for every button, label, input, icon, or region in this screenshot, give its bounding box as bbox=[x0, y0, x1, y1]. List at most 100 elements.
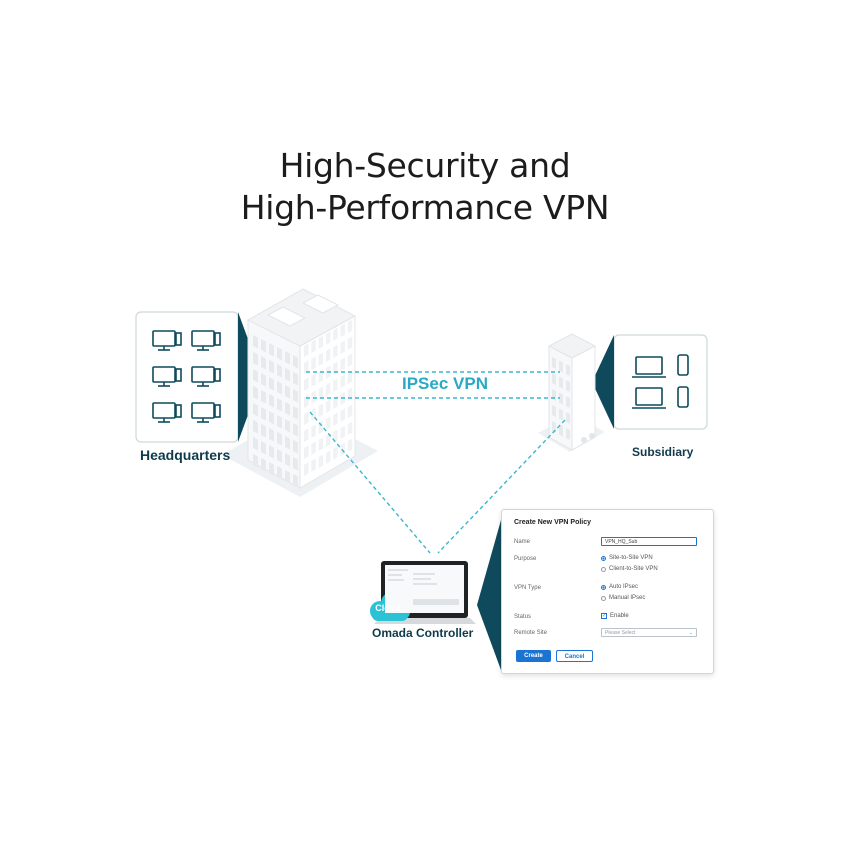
window bbox=[304, 462, 309, 476]
window bbox=[325, 433, 331, 447]
window bbox=[311, 339, 316, 353]
window bbox=[269, 445, 274, 459]
window bbox=[261, 373, 266, 387]
headquarters-label: Headquarters bbox=[140, 447, 231, 463]
subsidiary-to-controller-link bbox=[437, 419, 566, 554]
window bbox=[269, 343, 274, 357]
window bbox=[261, 356, 266, 370]
name-label: Name bbox=[514, 539, 531, 545]
screen-line bbox=[388, 579, 404, 581]
status-label: Status bbox=[514, 614, 532, 620]
radio-icon bbox=[601, 566, 606, 572]
window bbox=[566, 396, 570, 408]
title-line-2: High-Performance VPN bbox=[240, 188, 610, 227]
window bbox=[253, 420, 258, 434]
window bbox=[277, 398, 282, 412]
window bbox=[261, 339, 266, 353]
window bbox=[566, 412, 570, 424]
window bbox=[340, 408, 345, 422]
window bbox=[253, 386, 258, 400]
window bbox=[311, 390, 316, 404]
window bbox=[311, 441, 316, 455]
window bbox=[347, 404, 353, 418]
cancel-button[interactable]: Cancel bbox=[556, 650, 593, 662]
screen-line bbox=[413, 578, 431, 580]
screen-line bbox=[413, 583, 437, 585]
vpn-type-label: VPN Type bbox=[514, 585, 541, 591]
window bbox=[347, 370, 353, 384]
radio-selected-icon bbox=[601, 555, 606, 561]
title-line-1: High-Security and bbox=[279, 146, 571, 185]
window bbox=[318, 403, 324, 417]
window bbox=[325, 416, 331, 430]
remote-site-select[interactable]: Please Select ⌄ bbox=[601, 628, 697, 637]
window bbox=[304, 360, 309, 374]
window bbox=[261, 424, 266, 438]
purpose-option-site-to-site[interactable]: Site-to-Site VPN bbox=[601, 555, 653, 561]
screen-line bbox=[388, 574, 402, 576]
window bbox=[261, 458, 266, 472]
window bbox=[318, 369, 324, 383]
window bbox=[304, 343, 309, 357]
window bbox=[253, 454, 258, 468]
window bbox=[269, 428, 274, 442]
window bbox=[325, 348, 331, 362]
window bbox=[552, 389, 556, 401]
purpose-label: Purpose bbox=[514, 556, 537, 562]
screen-line bbox=[388, 569, 408, 571]
window bbox=[293, 440, 298, 454]
phone-icon bbox=[677, 386, 689, 408]
window bbox=[311, 373, 316, 387]
laptop-icon bbox=[632, 356, 666, 378]
desktop-icon bbox=[191, 330, 221, 351]
window bbox=[318, 386, 324, 400]
window bbox=[333, 446, 338, 460]
window bbox=[304, 428, 309, 442]
vpn-policy-panel: Create New VPN Policy Name VPN_HQ_Sub Pu… bbox=[501, 509, 714, 674]
vpn-type-option-auto[interactable]: Auto IPsec bbox=[601, 584, 638, 590]
vpn-tunnel bbox=[306, 371, 566, 554]
create-button[interactable]: Create bbox=[516, 650, 551, 662]
window bbox=[559, 392, 563, 405]
panel-pointer bbox=[477, 520, 501, 670]
status-enable-checkbox[interactable]: ✓ Enable bbox=[601, 613, 629, 619]
window bbox=[253, 437, 258, 451]
screen-block bbox=[413, 599, 459, 605]
purpose-option-client-to-site[interactable]: Client-to-Site VPN bbox=[601, 566, 658, 572]
window bbox=[277, 415, 282, 429]
subsidiary-devices-panel bbox=[592, 334, 708, 430]
window bbox=[552, 357, 556, 369]
window bbox=[269, 462, 274, 476]
window bbox=[293, 474, 298, 488]
window bbox=[293, 423, 298, 437]
remote-site-label: Remote Site bbox=[514, 630, 548, 636]
window bbox=[277, 381, 282, 395]
window bbox=[347, 319, 353, 333]
window bbox=[285, 419, 290, 433]
window bbox=[253, 352, 258, 366]
window bbox=[340, 323, 345, 337]
desktop-icon bbox=[152, 402, 182, 423]
window bbox=[253, 335, 258, 349]
window bbox=[325, 382, 331, 396]
window bbox=[559, 424, 563, 437]
window bbox=[285, 402, 290, 416]
ipsec-vpn-label: IPSec VPN bbox=[402, 374, 488, 393]
window bbox=[277, 364, 282, 378]
screen-line bbox=[413, 573, 435, 575]
vpn-type-option-manual[interactable]: Manual IPsec bbox=[601, 595, 645, 601]
window bbox=[269, 411, 274, 425]
window bbox=[552, 405, 556, 417]
subsidiary-label: Subsidiary bbox=[632, 445, 694, 459]
checkbox-checked-icon: ✓ bbox=[601, 613, 607, 619]
radio-icon bbox=[601, 595, 606, 601]
omada-controller-label: Omada Controller bbox=[372, 626, 474, 640]
window bbox=[277, 347, 282, 361]
window bbox=[269, 360, 274, 374]
window bbox=[304, 377, 309, 391]
name-input[interactable]: VPN_HQ_Sub bbox=[601, 537, 697, 546]
chevron-down-icon: ⌄ bbox=[688, 630, 693, 636]
window bbox=[261, 407, 266, 421]
window bbox=[277, 432, 282, 446]
